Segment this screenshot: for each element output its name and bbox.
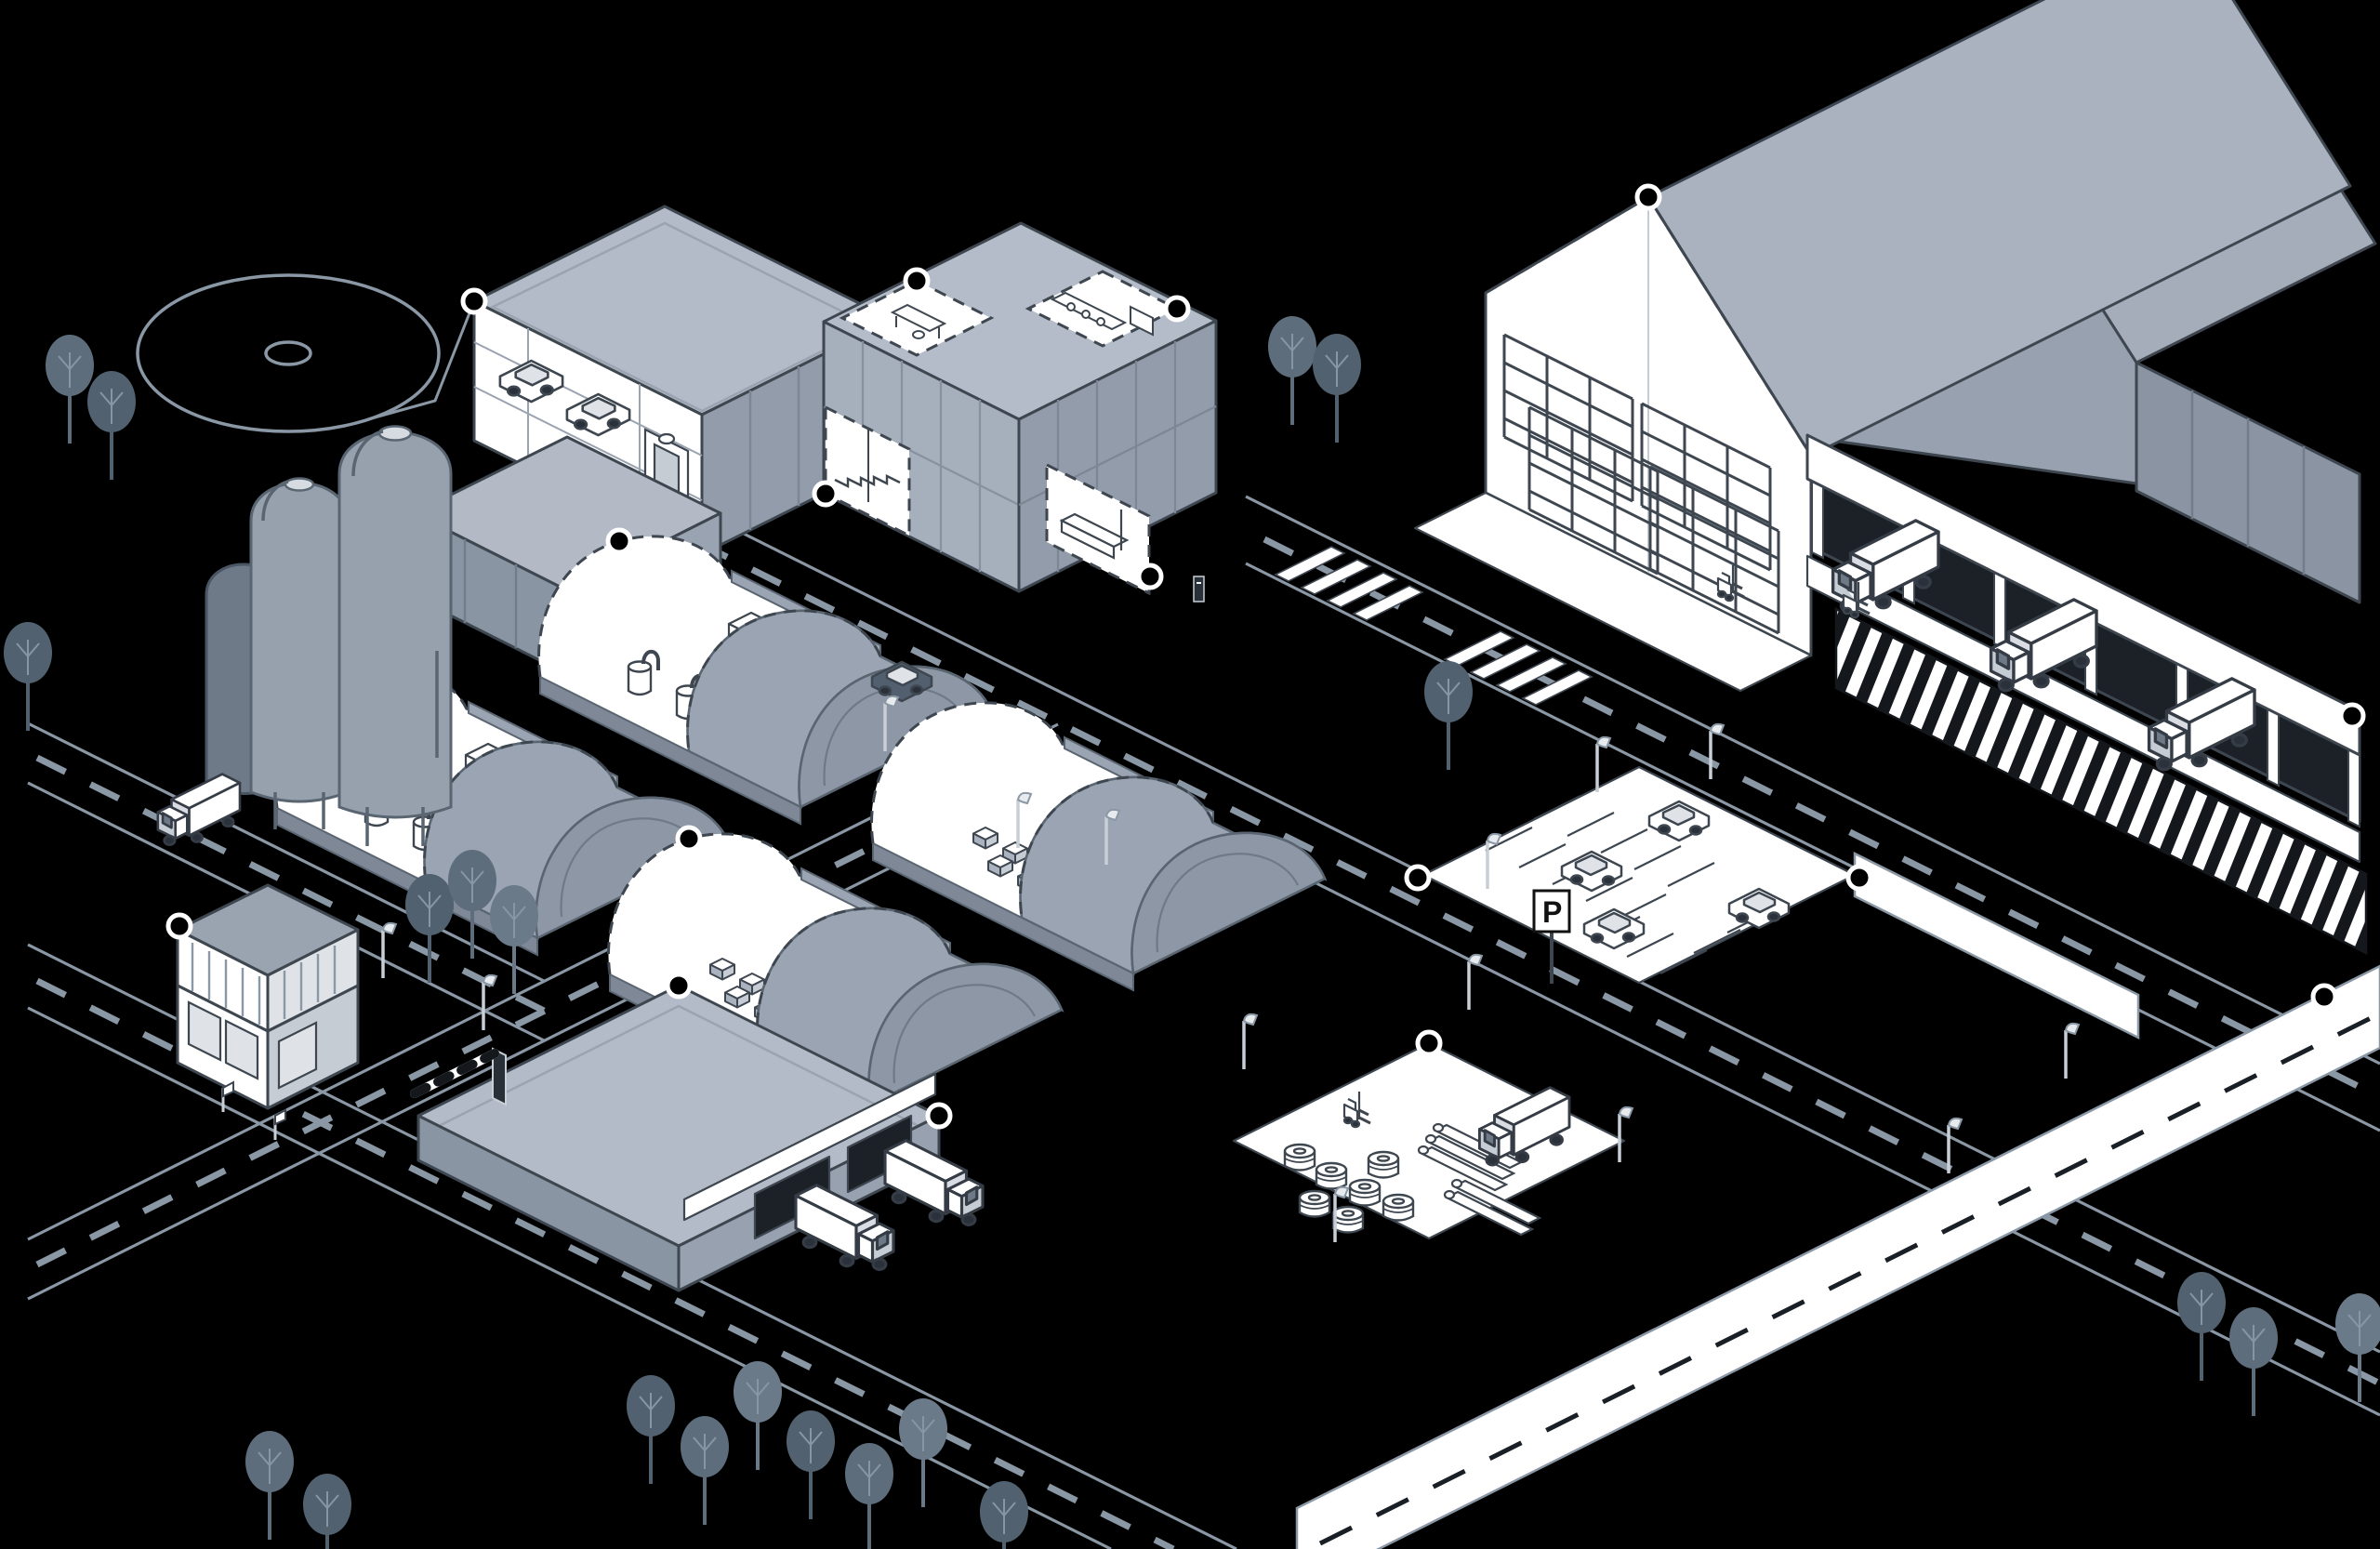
street-lamp	[1947, 1117, 1964, 1175]
crosswalk	[1443, 630, 1593, 706]
marker-office-reception[interactable]	[1139, 565, 1161, 588]
stairwell-cutaway	[824, 404, 911, 538]
kitchen-cutaway	[1025, 270, 1181, 348]
depot-roof-rim	[490, 221, 875, 413]
marker-staging-yard[interactable]	[1418, 1032, 1440, 1054]
marker-machinery-hall[interactable]	[608, 530, 630, 552]
kitchen-counter	[1050, 291, 1154, 337]
dispatch-truck	[883, 1139, 985, 1226]
parking-sign-label: P	[1542, 895, 1562, 929]
reception-desk	[1059, 510, 1130, 560]
gatehouse-window-band	[191, 943, 337, 1025]
street-lamp	[1467, 953, 1484, 1012]
office-building	[822, 221, 1218, 596]
marker-parking-west[interactable]	[1407, 867, 1429, 889]
street-lamp	[1242, 1013, 1259, 1071]
reception-cutaway	[1045, 462, 1151, 596]
dispatch-truck	[794, 1184, 895, 1271]
marker-storage-hall[interactable]	[678, 827, 700, 850]
road-edge	[27, 722, 545, 983]
street-lamp	[2064, 1022, 2081, 1080]
cable-drum	[1315, 1161, 1348, 1190]
cable-drum	[1298, 1189, 1331, 1218]
marker-warehouse-peak[interactable]	[1637, 186, 1659, 208]
road-centerline	[35, 754, 1052, 1268]
road-edge	[1245, 495, 2380, 1066]
hatched-loading-zone	[1834, 606, 2368, 956]
south-white-road	[1295, 964, 2380, 1549]
street-lamp	[381, 921, 398, 980]
road-network	[27, 420, 2380, 1549]
loading-dock	[1805, 433, 2368, 956]
delivery-truck	[156, 773, 242, 846]
street-lamp	[1618, 1105, 1634, 1164]
marker-office-room[interactable]	[906, 270, 928, 292]
crosswalk	[1274, 546, 1593, 706]
marker-south-road[interactable]	[2313, 986, 2335, 1008]
apron-road	[1245, 495, 2380, 1132]
gatehouse-windows	[187, 1000, 318, 1090]
marker-dock-canopy[interactable]	[2341, 705, 2363, 727]
parking-exit-road	[1853, 851, 2140, 1040]
helipad-center	[264, 340, 312, 366]
cable-drum	[1348, 1178, 1382, 1207]
warehouse-rear-wall	[2135, 361, 2361, 604]
street-lamp	[1709, 722, 1726, 781]
road-surface	[1295, 964, 2380, 1549]
marker-office-stairwell[interactable]	[814, 483, 837, 505]
boom-barrier	[410, 1047, 507, 1106]
warehouse	[1413, 0, 2377, 956]
marker-gatehouse[interactable]	[168, 915, 191, 937]
parking-lot: P	[1193, 576, 1857, 985]
cable-drum	[1367, 1150, 1400, 1179]
parking-meter	[1193, 576, 1205, 602]
tank-house-panels	[463, 539, 671, 648]
helipad-leader-line	[374, 300, 476, 419]
office-desk	[890, 303, 947, 339]
silo	[249, 477, 350, 829]
warehouse-apron	[1413, 491, 1813, 693]
marker-dispatch-dock[interactable]	[928, 1105, 950, 1127]
silo-tall	[337, 425, 453, 846]
road-surface	[1853, 851, 2140, 1040]
street-lamp	[482, 973, 498, 1032]
cable-drum	[1382, 1193, 1415, 1222]
parking-sign: P	[1532, 889, 1571, 984]
road-edge	[1245, 562, 2380, 1132]
office-room-cutaway	[839, 279, 995, 357]
marker-parking-exit[interactable]	[1848, 867, 1871, 889]
road-centerline	[1263, 536, 2380, 1101]
marker-office-kitchen[interactable]	[1166, 298, 1188, 320]
staging-yard	[1232, 953, 1634, 1244]
cable-drum	[1331, 1205, 1365, 1234]
road-edge	[27, 782, 1059, 1301]
marker-depot-corner[interactable]	[463, 290, 485, 312]
helipad	[136, 273, 476, 433]
dispatch-canopy	[682, 1072, 937, 1222]
helipad-ring	[136, 273, 441, 433]
road-centerline	[1318, 1011, 2380, 1546]
cable-drum	[1283, 1143, 1316, 1172]
dock-canopy	[1805, 433, 2361, 757]
marker-dispatch-roof[interactable]	[668, 974, 690, 997]
road-centerline	[537, 459, 2380, 1387]
silos	[205, 425, 453, 846]
gatehouse	[176, 883, 507, 1142]
road-edge	[27, 1006, 1112, 1549]
